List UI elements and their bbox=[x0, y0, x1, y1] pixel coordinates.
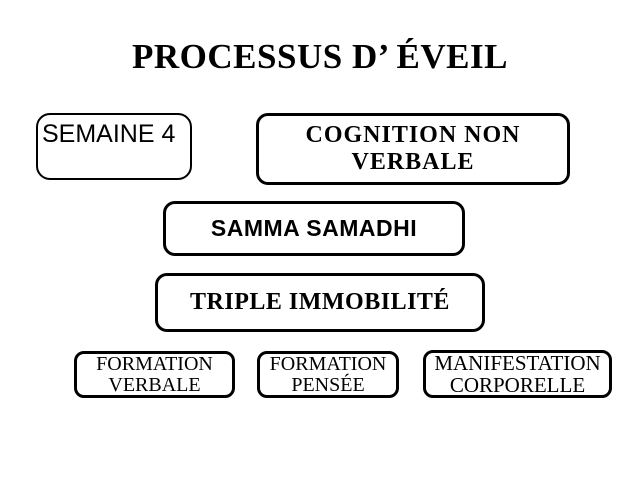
box-semaine-4-label: SEMAINE 4 bbox=[42, 120, 176, 148]
box-manifestation-corporelle: MANIFESTATION CORPORELLE bbox=[423, 350, 612, 398]
box-formation-verbale: FORMATION VERBALE bbox=[74, 351, 235, 398]
box-manifestation-corporelle-label: MANIFESTATION CORPORELLE bbox=[434, 351, 601, 397]
box-formation-verbale-label: FORMATION VERBALE bbox=[96, 352, 213, 396]
box-formation-pensee: FORMATION PENSÉE bbox=[257, 351, 399, 398]
box-triple-immobilite: TRIPLE IMMOBILITÉ bbox=[155, 273, 485, 332]
box-samma-samadhi: SAMMA SAMADHI bbox=[163, 201, 465, 256]
box-triple-immobilite-label: TRIPLE IMMOBILITÉ bbox=[190, 289, 450, 315]
box-formation-pensee-label: FORMATION PENSÉE bbox=[269, 352, 387, 396]
box-semaine-4: SEMAINE 4 bbox=[36, 113, 192, 180]
slide-title: PROCESSUS D’ ÉVEIL bbox=[132, 37, 508, 76]
box-samma-samadhi-label: SAMMA SAMADHI bbox=[210, 215, 418, 241]
box-cognition-non-verbale-label: COGNITION NON VERBALE bbox=[305, 122, 521, 175]
box-cognition-non-verbale: COGNITION NON VERBALE bbox=[256, 113, 570, 185]
